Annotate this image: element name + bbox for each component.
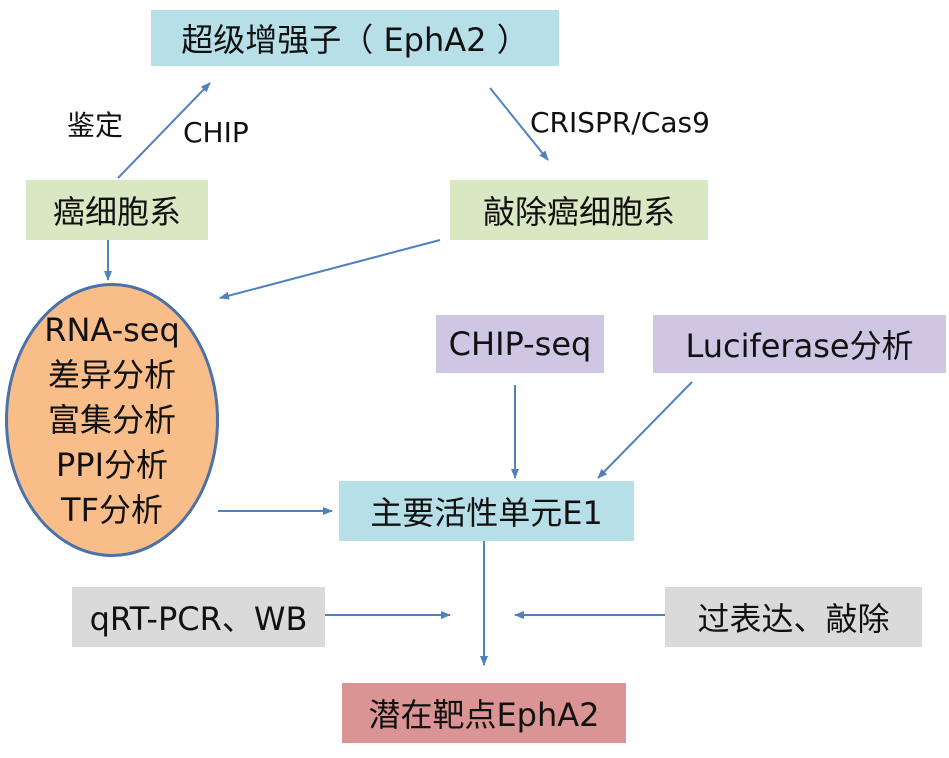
identify-label: 鉴定 (67, 109, 124, 142)
target-epha2-node: 潜在靶点EphA2 (342, 683, 626, 743)
analysis-ellipse: RNA-seq 差异分析 富集分析 PPI分析 TF分析 (5, 283, 219, 557)
knockout-cell-line-node: 敲除癌细胞系 (450, 180, 708, 240)
arrow-luciferase-to-unit (597, 381, 693, 479)
arrow-enhancer-to-knockout (489, 87, 549, 161)
analysis-item: 富集分析 (47, 400, 176, 439)
analysis-item: 差异分析 (47, 355, 176, 394)
analysis-item: TF分析 (61, 490, 163, 529)
overexpression-node: 过表达、敲除 (665, 587, 922, 647)
crispr-label: CRISPR/Cas9 (530, 106, 710, 139)
main-active-unit-node: 主要活性单元E1 (339, 481, 634, 541)
chip-seq-node: CHIP-seq (436, 315, 604, 373)
super-enhancer-node: 超级增强子（ EphA2 ） (151, 10, 559, 66)
arrow-knockout-to-analysis (219, 239, 441, 300)
cancer-cell-line-node: 癌细胞系 (26, 180, 208, 240)
chip-label: CHIP (183, 116, 249, 149)
qrt-pcr-node: qRT-PCR、WB (72, 587, 325, 647)
analysis-item: PPI分析 (55, 445, 169, 484)
luciferase-node: Luciferase分析 (653, 315, 946, 373)
analysis-item: RNA-seq (44, 310, 180, 349)
arrow-cells-to-enhancer (117, 82, 211, 179)
